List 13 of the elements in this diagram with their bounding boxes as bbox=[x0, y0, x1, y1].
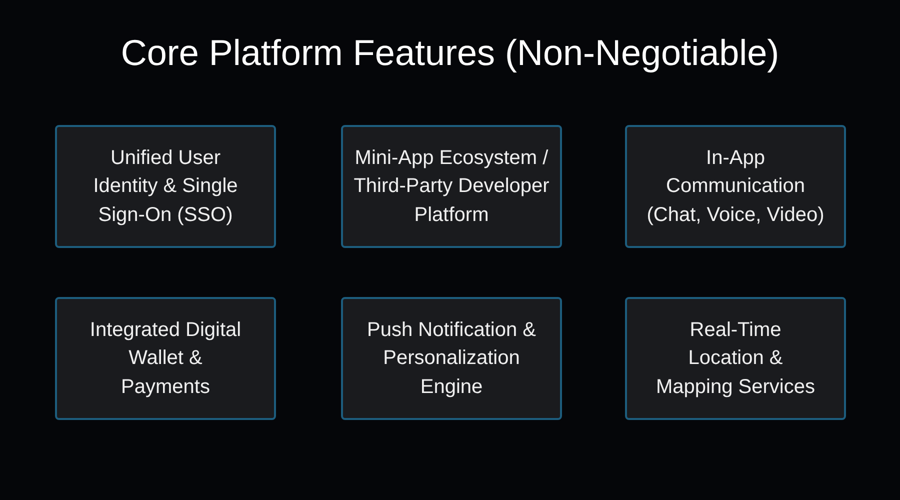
feature-label: Push Notification & Personalization Engine bbox=[366, 318, 537, 400]
feature-label: In-App Communication (Chat, Voice, Video) bbox=[646, 146, 826, 228]
feature-label: Real-Time Location & Mapping Services bbox=[655, 318, 816, 400]
feature-box bbox=[55, 297, 276, 420]
feature-box bbox=[625, 297, 846, 420]
feature-label: Integrated Digital Wallet & Payments bbox=[88, 318, 242, 400]
diagram-title: Core Platform Features (Non-Negotiable) bbox=[120, 32, 780, 74]
feature-box bbox=[341, 297, 562, 420]
feature-box bbox=[625, 125, 846, 248]
feature-box bbox=[55, 125, 276, 248]
feature-label: Unified User Identity & Single Sign-On (SSO) bbox=[92, 146, 239, 228]
feature-box bbox=[341, 125, 562, 248]
feature-label: Mini-App Ecosystem / Third-Party Developer Platform bbox=[352, 146, 550, 228]
